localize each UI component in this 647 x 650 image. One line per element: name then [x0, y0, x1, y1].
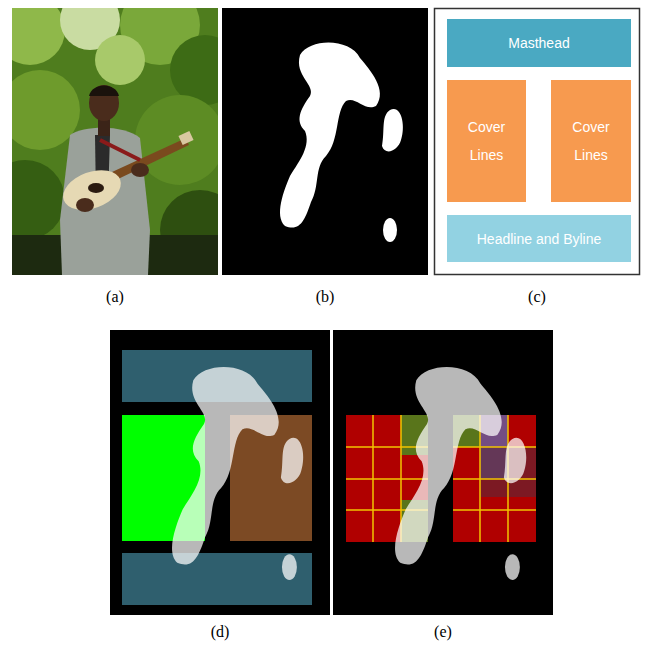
- box-label: Cover Lines: [565, 113, 617, 169]
- grid-panel: [333, 330, 553, 615]
- subfigure-label: (a): [85, 287, 145, 307]
- subfigure-label: (e): [413, 622, 473, 642]
- photo: [12, 8, 218, 275]
- headline-byline-box: Headline and Byline: [447, 215, 631, 262]
- subfigure-label: (c): [507, 287, 567, 307]
- subfigure-label: (b): [295, 287, 355, 307]
- cover-lines-box: Cover Lines: [447, 80, 526, 202]
- box-label: Cover Lines: [461, 113, 513, 169]
- box-label: Masthead: [508, 34, 569, 52]
- cover-lines-box: Cover Lines: [551, 80, 631, 202]
- box-label: Headline and Byline: [477, 230, 602, 248]
- layout-panel: [435, 9, 640, 275]
- masthead-box: Masthead: [447, 19, 631, 67]
- saliency-mask: [222, 8, 428, 275]
- subfigure-label: (d): [190, 622, 250, 642]
- overlap-panel: [110, 330, 330, 615]
